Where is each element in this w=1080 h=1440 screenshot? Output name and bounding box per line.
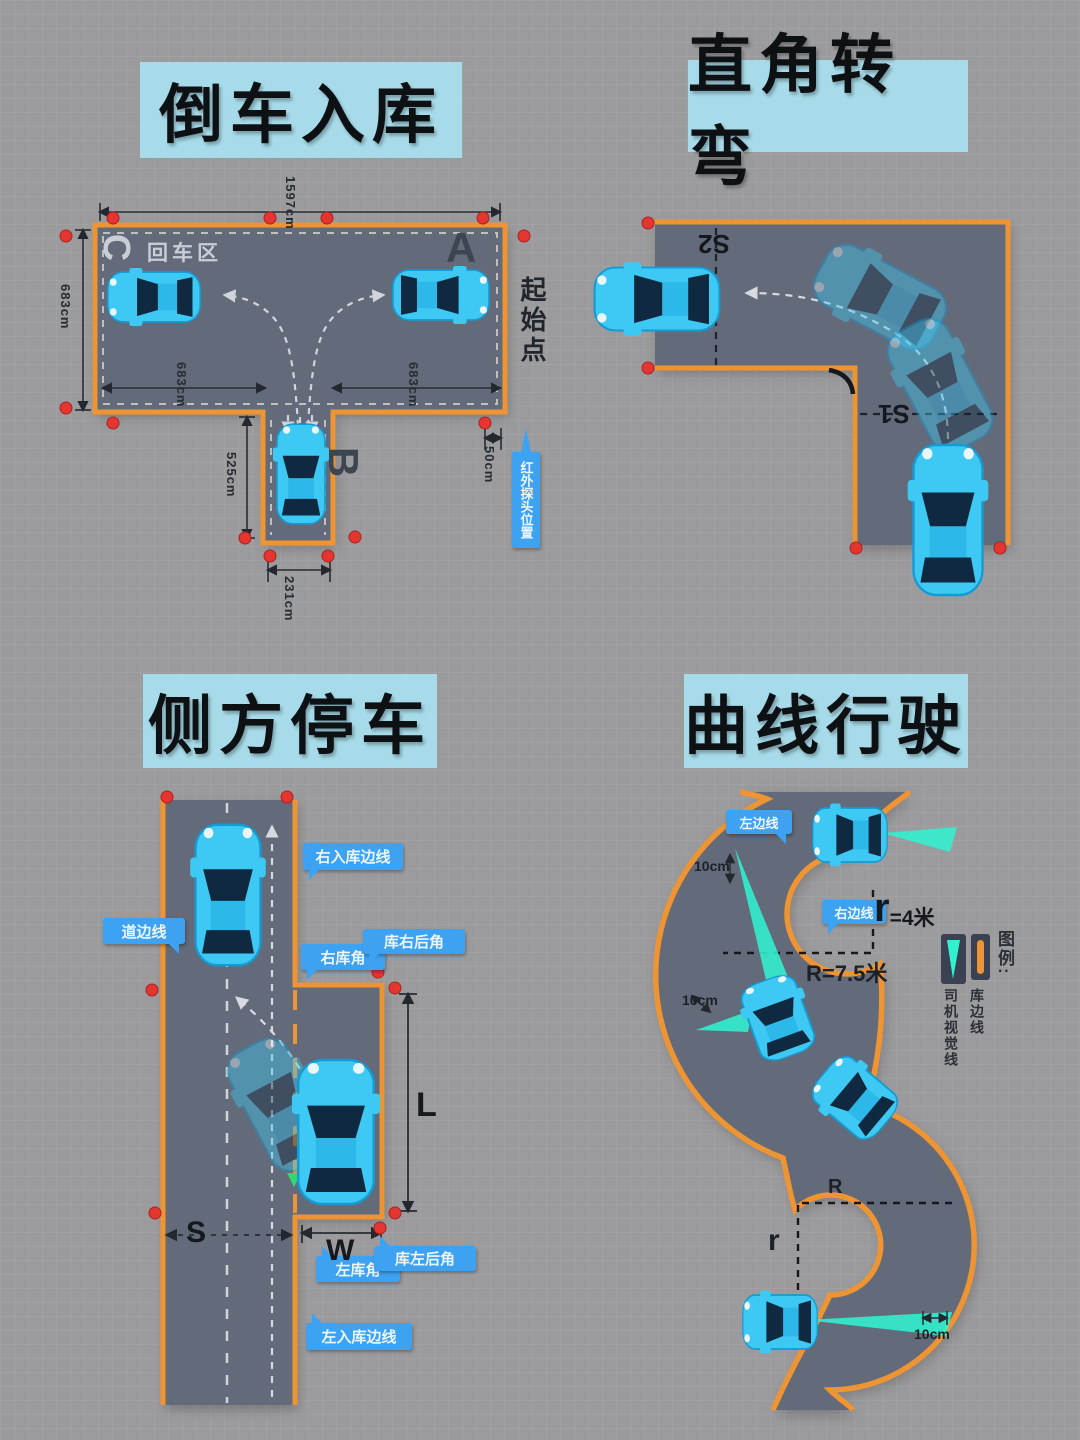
reverse-parking-diagram [59, 203, 531, 582]
inner-radius-label: r [768, 1224, 780, 1257]
right-angle-turn-diagram [593, 216, 1011, 597]
rear-right-corner-tag: 库右后角 [363, 929, 465, 964]
legend-title: 图例: [995, 930, 1014, 976]
gap-bottom-label: 10cm [914, 1326, 950, 1342]
inner-radius-value: r =4米 [874, 886, 935, 932]
point-b-label: B [320, 446, 368, 478]
road-span-label: S [186, 1216, 207, 1249]
left-edge-line [652, 789, 884, 1412]
title-parallel-parking: 侧方停车 [143, 674, 437, 768]
sensor-dots [59, 211, 531, 563]
dim-garage-width: 231cm [282, 576, 297, 622]
bay-length-label: L [416, 1086, 437, 1124]
road-edge-line-tag: 道边线 [103, 918, 185, 954]
rear-left-corner-tag: 库左后角 [374, 1236, 476, 1271]
car-icon [811, 802, 889, 868]
left-entry-line-tag: 左入库边线 [306, 1313, 412, 1350]
title-reverse-parking: 倒车入库 [140, 62, 462, 158]
outer-radius-guide [796, 1201, 957, 1290]
car-icon [741, 1289, 819, 1355]
point-c-label: C [95, 233, 138, 262]
bay-width-label: W [326, 1234, 355, 1267]
driver-vision-beams [696, 827, 957, 1336]
car-icon [106, 267, 202, 327]
car-icon [290, 1058, 382, 1206]
car-icon [392, 265, 490, 325]
legend-driver-vision: 司机视觉线 [943, 988, 959, 1068]
infrared-probe-tag: 红外探头位置 [512, 428, 540, 548]
car-icon [593, 261, 721, 337]
left-edge-line-tag: 左边线 [726, 810, 792, 844]
road-boundary-line [650, 219, 1011, 545]
outer-radius-note: R=7.5米 [806, 961, 888, 986]
r-value: =4米 [889, 907, 935, 930]
legend-edge-line: 库边线 [969, 988, 985, 1036]
sensor-dots [641, 216, 1007, 555]
start-point-label: 起始点 [517, 276, 547, 366]
legend-swatches [941, 934, 990, 984]
title-curve-driving: 曲线行驶 [684, 674, 968, 768]
right-entry-line-tag: 右入库边线 [303, 843, 403, 880]
dim-offset: 50cm [482, 446, 497, 484]
parking-boundary-line [92, 222, 508, 546]
title-right-angle-turn: 直角转弯 [688, 29, 968, 193]
dim-left-height: 683cm [58, 284, 73, 330]
turn-area-label: 回车区 [147, 242, 222, 265]
point-a-label: A [446, 224, 477, 271]
right-edge-line-tag: 右边线 [822, 900, 886, 934]
turn-path-line [744, 286, 950, 530]
dim-top-width: 1597cm [283, 176, 298, 230]
road-boundary-line [160, 800, 385, 1405]
dim-inner-right: 683cm [406, 362, 421, 408]
dim-inner-left: 683cm [174, 362, 189, 408]
car-icon [189, 823, 267, 967]
right-edge-line [784, 789, 978, 1412]
dim-garage-depth: 525cm [224, 452, 239, 498]
corner-angle-mark [828, 367, 856, 395]
curve-driving-diagram [652, 789, 990, 1412]
gap-dimension-arrows [690, 852, 950, 1325]
car-icon [906, 443, 990, 597]
dimension-lines [75, 203, 504, 582]
gap-top-label: 10cm [694, 858, 730, 874]
s1-label: S1 [878, 399, 910, 429]
sensor-dots [145, 790, 402, 1235]
inner-dashed-line [102, 232, 498, 405]
s2-label: S2 [698, 229, 730, 259]
gap-mid-label: 10cm [682, 992, 718, 1008]
parallel-parking-diagram [145, 790, 417, 1405]
r-symbol: r [874, 886, 890, 930]
outer-radius-label: R [828, 1176, 843, 1198]
